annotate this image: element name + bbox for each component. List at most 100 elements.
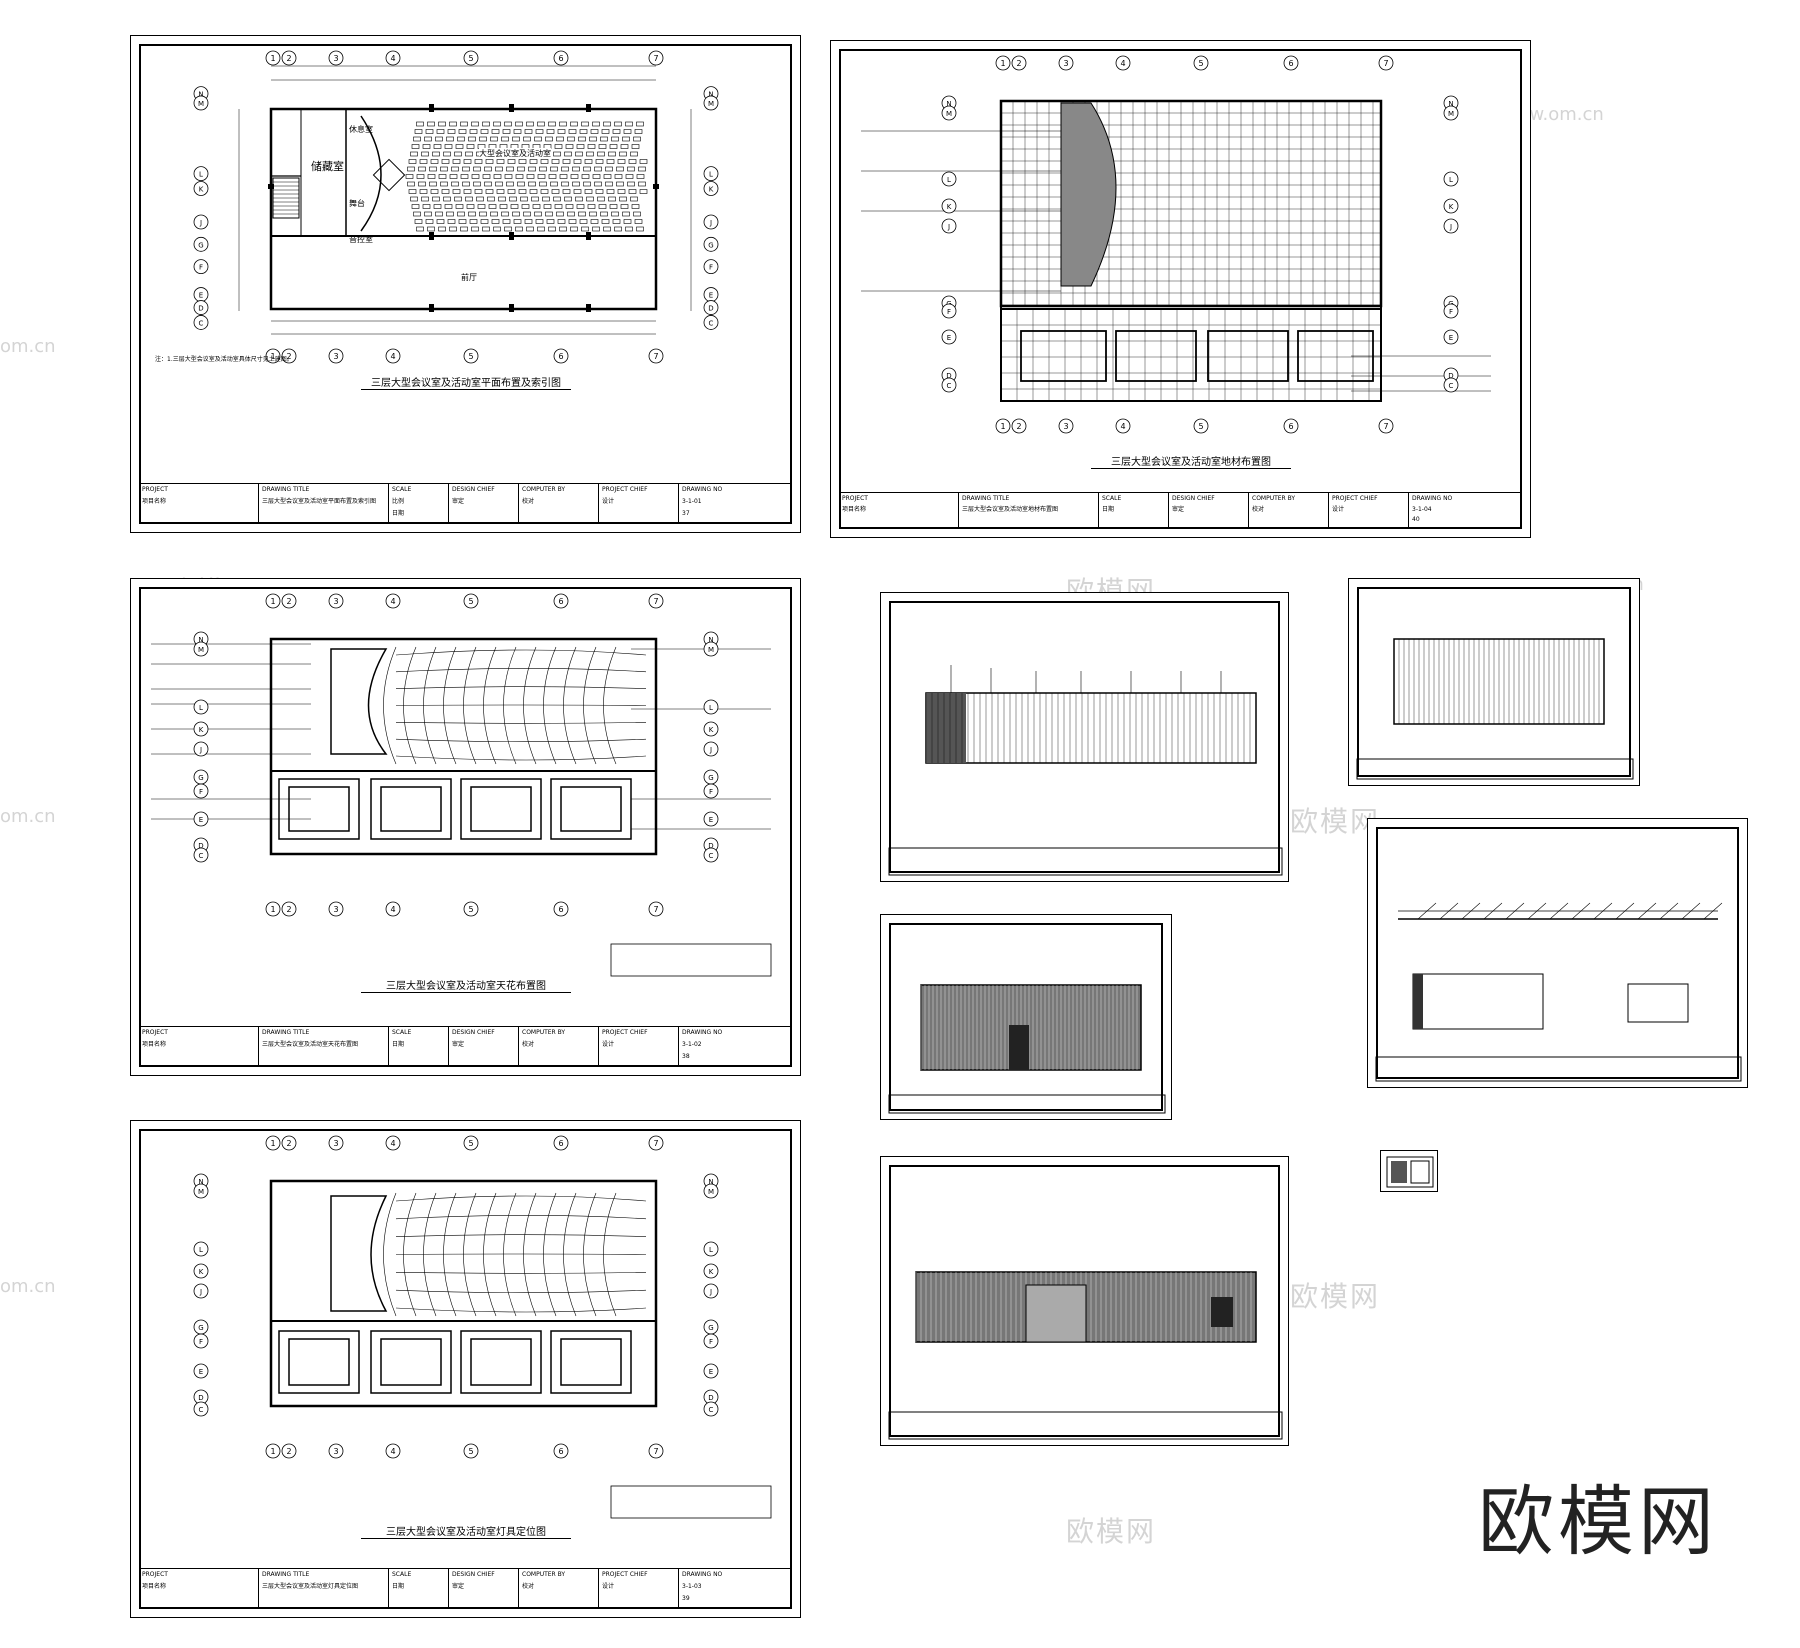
- seat: [487, 196, 495, 202]
- grid-label: L: [1449, 176, 1453, 184]
- grid-label: 5: [468, 54, 473, 63]
- grid-label: F: [709, 1338, 713, 1346]
- grid-label: C: [199, 852, 204, 860]
- grid-bubble: [385, 1135, 401, 1151]
- seat: [507, 189, 516, 194]
- seat: [506, 181, 514, 187]
- seat: [447, 129, 456, 134]
- grid-bubble: [193, 783, 209, 799]
- grid-label: E: [709, 1368, 713, 1376]
- seat: [413, 211, 421, 217]
- seat: [553, 151, 561, 157]
- seat: [496, 159, 505, 164]
- grid-bubble: [703, 1283, 719, 1299]
- seat: [564, 196, 572, 202]
- seat: [512, 211, 520, 217]
- seat: [471, 226, 479, 232]
- ceiling-arc: [523, 1192, 537, 1317]
- seat: [567, 136, 575, 142]
- grid-bubble: [648, 901, 664, 917]
- grid-bubble: [703, 315, 719, 330]
- seat: [578, 211, 586, 217]
- grid-bubble: [1443, 377, 1459, 393]
- grid-label: 6: [1288, 422, 1293, 431]
- seat: [520, 196, 528, 202]
- grid-label: 6: [558, 1447, 563, 1456]
- seat: [542, 196, 550, 202]
- grid-bubble: [1443, 303, 1459, 319]
- watermark-text: 欧模网: [1290, 1280, 1381, 1313]
- seat: [469, 219, 478, 224]
- elevation-drawing: [1356, 638, 1634, 780]
- watermark-url: om.cn: [0, 1276, 56, 1297]
- seat: [432, 151, 440, 157]
- seat: [630, 196, 638, 202]
- grid-label: C: [1449, 382, 1454, 390]
- grid-bubble: [265, 901, 281, 917]
- seat: [633, 136, 641, 142]
- seat: [485, 189, 494, 194]
- seat: [553, 196, 561, 202]
- seat: [579, 129, 588, 134]
- grid-label: N: [198, 1178, 203, 1186]
- seat: [462, 166, 470, 172]
- seat: [458, 219, 467, 224]
- seat: [623, 219, 632, 224]
- grid-bubble: [941, 218, 957, 234]
- drawing-sheet-thumbnail: [1380, 1150, 1438, 1192]
- grid-label: 3: [333, 1139, 338, 1148]
- seat: [614, 174, 623, 179]
- seat: [436, 219, 445, 224]
- ceiling-arc: [395, 1307, 647, 1313]
- seat: [476, 196, 484, 202]
- grid-bubble: [265, 50, 281, 66]
- seat: [608, 196, 616, 202]
- seat: [491, 219, 500, 224]
- grid-bubble: [648, 1135, 664, 1151]
- seat: [589, 211, 597, 217]
- seat: [410, 196, 418, 202]
- seat: [572, 166, 580, 172]
- grid-bubble: [941, 303, 957, 319]
- seat: [518, 159, 527, 164]
- seat: [408, 189, 417, 194]
- seat: [611, 136, 619, 142]
- seat: [600, 136, 608, 142]
- seat: [414, 219, 423, 224]
- ceiling-arc: [395, 1195, 647, 1202]
- grid-label: 2: [1016, 59, 1021, 68]
- grid-label: J: [199, 219, 202, 227]
- seat: [617, 159, 626, 164]
- grid-label: E: [199, 816, 203, 824]
- seat: [573, 189, 582, 194]
- grid-label: N: [198, 91, 203, 99]
- seat: [455, 204, 464, 209]
- seat: [523, 136, 531, 142]
- seat: [517, 166, 525, 172]
- grid-label: D: [198, 842, 203, 850]
- seat: [484, 166, 492, 172]
- seat: [546, 129, 555, 134]
- grid-bubble: [703, 1263, 719, 1279]
- grid-label: D: [946, 372, 951, 380]
- seat: [587, 144, 596, 149]
- seat: [460, 174, 469, 179]
- grid-label: J: [947, 223, 950, 231]
- grid-label: 7: [1383, 59, 1388, 68]
- grid-bubble: [193, 1183, 209, 1199]
- grid-bubble: [463, 50, 479, 66]
- seat: [605, 166, 613, 172]
- grid-label: L: [709, 704, 713, 712]
- seat: [619, 151, 627, 157]
- seat: [416, 121, 424, 127]
- seat: [617, 189, 626, 194]
- grid-label: 5: [468, 1447, 473, 1456]
- grid-label: 4: [1120, 59, 1125, 68]
- ceiling-arc: [395, 668, 647, 673]
- grid-label: 5: [1198, 422, 1203, 431]
- grid-label: G: [708, 1324, 713, 1332]
- seat: [565, 204, 574, 209]
- ceiling-arc: [395, 686, 647, 689]
- grid-bubble: [265, 1135, 281, 1151]
